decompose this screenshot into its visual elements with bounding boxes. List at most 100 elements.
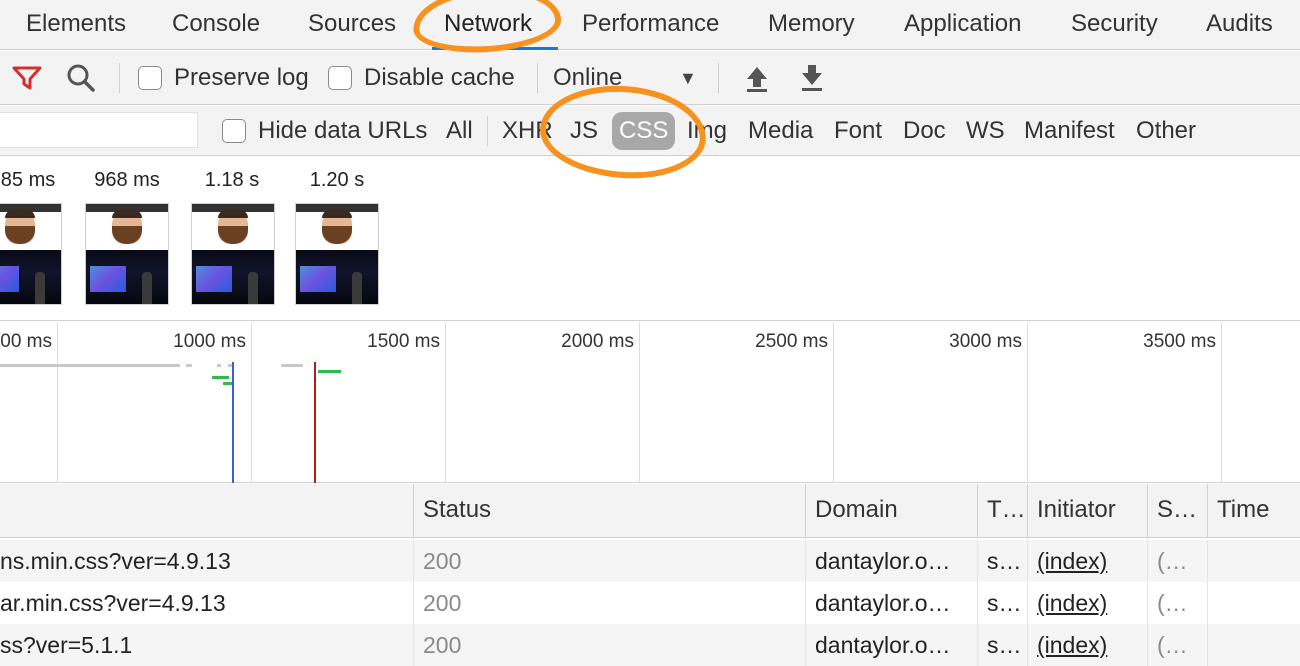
tick-label: 1000 ms	[173, 331, 246, 352]
column-type[interactable]: T…	[977, 484, 1027, 538]
filter-type-all[interactable]: All	[446, 117, 473, 144]
toolbar-divider	[119, 63, 120, 93]
request-bar	[318, 370, 341, 373]
filter-type-media[interactable]: Media	[748, 117, 814, 144]
filter-type-font[interactable]: Font	[834, 117, 883, 144]
request-type: s…	[977, 582, 1027, 624]
request-bar	[281, 364, 303, 367]
filter-type-css[interactable]: CSS	[612, 112, 676, 150]
hide-data-urls-box[interactable]	[222, 119, 246, 143]
filter-toggle-button[interactable]	[12, 51, 42, 105]
search-button[interactable]	[66, 51, 96, 105]
request-initiator-link[interactable]: (index)	[1027, 540, 1147, 582]
tick-label: 1500 ms	[367, 331, 440, 352]
tab-network[interactable]: Network	[444, 10, 533, 37]
filter-type-other[interactable]: Other	[1136, 117, 1197, 144]
request-status: 200	[413, 582, 805, 624]
request-initiator-link[interactable]: (index)	[1027, 624, 1147, 666]
filter-input[interactable]	[0, 112, 198, 148]
tick-label: 3000 ms	[949, 331, 1022, 352]
load-event-marker	[314, 362, 316, 483]
screenshot-thumbnail[interactable]	[85, 203, 169, 305]
toolbar-divider	[537, 63, 538, 93]
table-row[interactable]: ss?ver=5.1.1 200 dantaylor.o… s… (index)…	[0, 624, 1300, 666]
column-initiator[interactable]: Initiator	[1027, 484, 1147, 538]
tab-application[interactable]: Application	[904, 10, 1022, 37]
tab-console[interactable]: Console	[172, 10, 261, 37]
column-status[interactable]: Status	[413, 484, 805, 538]
column-name[interactable]	[0, 484, 413, 538]
grid-line	[1221, 322, 1222, 483]
column-time[interactable]: Time	[1207, 484, 1300, 538]
filter-type-doc[interactable]: Doc	[903, 117, 946, 144]
throttling-select[interactable]: Online ▼	[553, 51, 697, 105]
network-overview[interactable]: 00 ms 1000 ms 1500 ms 2000 ms 2500 ms 30…	[0, 322, 1300, 483]
column-domain[interactable]: Domain	[805, 484, 977, 538]
export-har-button[interactable]	[799, 51, 825, 105]
request-status: 200	[413, 624, 805, 666]
tab-performance[interactable]: Performance	[582, 10, 720, 37]
request-status: 200	[413, 540, 805, 582]
tab-memory[interactable]: Memory	[768, 10, 855, 37]
request-initiator-link[interactable]: (index)	[1027, 582, 1147, 624]
hide-data-urls-checkbox[interactable]: Hide data URLs	[222, 106, 427, 156]
request-domain: dantaylor.o…	[805, 540, 977, 582]
upload-icon	[747, 67, 767, 92]
grid-line	[445, 322, 446, 483]
screenshot-thumbnail[interactable]	[295, 203, 379, 305]
request-time	[1207, 582, 1300, 624]
screenshot-thumbnail[interactable]	[0, 203, 62, 305]
download-icon	[802, 65, 822, 91]
toolbar-divider	[718, 63, 719, 93]
filter-type-ws[interactable]: WS	[966, 117, 1005, 144]
request-bar	[223, 382, 233, 385]
request-bar	[217, 364, 221, 367]
tick-label: 3500 ms	[1143, 331, 1216, 352]
throttling-value: Online	[553, 64, 623, 91]
search-icon	[67, 64, 95, 92]
frame-time: 968 ms	[94, 169, 160, 191]
disable-cache-box[interactable]	[328, 66, 352, 90]
tab-elements[interactable]: Elements	[26, 10, 127, 37]
grid-line	[1027, 322, 1028, 483]
request-name[interactable]: ar.min.css?ver=4.9.13	[0, 590, 226, 616]
tick-label: 2500 ms	[755, 331, 828, 352]
table-row[interactable]: ar.min.css?ver=4.9.13 200 dantaylor.o… s…	[0, 582, 1300, 624]
tab-sources[interactable]: Sources	[308, 10, 397, 37]
disable-cache-checkbox[interactable]: Disable cache	[328, 51, 515, 105]
column-size[interactable]: S…	[1147, 484, 1207, 538]
frame-time: 85 ms	[0, 169, 56, 191]
filter-type-js[interactable]: JS	[570, 117, 599, 144]
hide-data-urls-label: Hide data URLs	[258, 117, 428, 144]
tab-security[interactable]: Security	[1071, 10, 1158, 37]
tick-label: 2000 ms	[561, 331, 634, 352]
request-size: (…	[1147, 582, 1207, 624]
frame-time: 1.20 s	[309, 169, 365, 191]
import-har-button[interactable]	[744, 51, 770, 105]
filter-type-xhr[interactable]: XHR	[502, 117, 553, 144]
request-type: s…	[977, 540, 1027, 582]
request-name[interactable]: ns.min.css?ver=4.9.13	[0, 548, 231, 574]
filter-type-manifest[interactable]: Manifest	[1024, 117, 1115, 144]
grid-line	[251, 322, 252, 483]
request-bar	[186, 364, 192, 367]
preserve-log-checkbox[interactable]: Preserve log	[138, 51, 309, 105]
devtools-tab-bar: Elements Console Sources Network Perform…	[0, 0, 1300, 50]
grid-line	[57, 322, 58, 483]
request-domain: dantaylor.o…	[805, 582, 977, 624]
dom-content-loaded-marker	[232, 362, 234, 483]
chevron-down-icon: ▼	[679, 67, 697, 88]
screenshot-filmstrip: 85 ms 968 ms 1.18 s 1.20 s	[0, 157, 1300, 321]
filter-type-img[interactable]: Img	[687, 117, 728, 144]
grid-line	[833, 322, 834, 483]
grid-line	[639, 322, 640, 483]
active-tab-indicator	[432, 47, 558, 50]
table-row[interactable]: ns.min.css?ver=4.9.13 200 dantaylor.o… s…	[0, 540, 1300, 582]
request-time	[1207, 540, 1300, 582]
frame-time: 1.18 s	[204, 169, 260, 191]
request-name[interactable]: ss?ver=5.1.1	[0, 632, 133, 658]
screenshot-thumbnail[interactable]	[191, 203, 275, 305]
preserve-log-box[interactable]	[138, 66, 162, 90]
filter-divider	[487, 116, 488, 146]
tab-audits[interactable]: Audits	[1206, 10, 1273, 37]
